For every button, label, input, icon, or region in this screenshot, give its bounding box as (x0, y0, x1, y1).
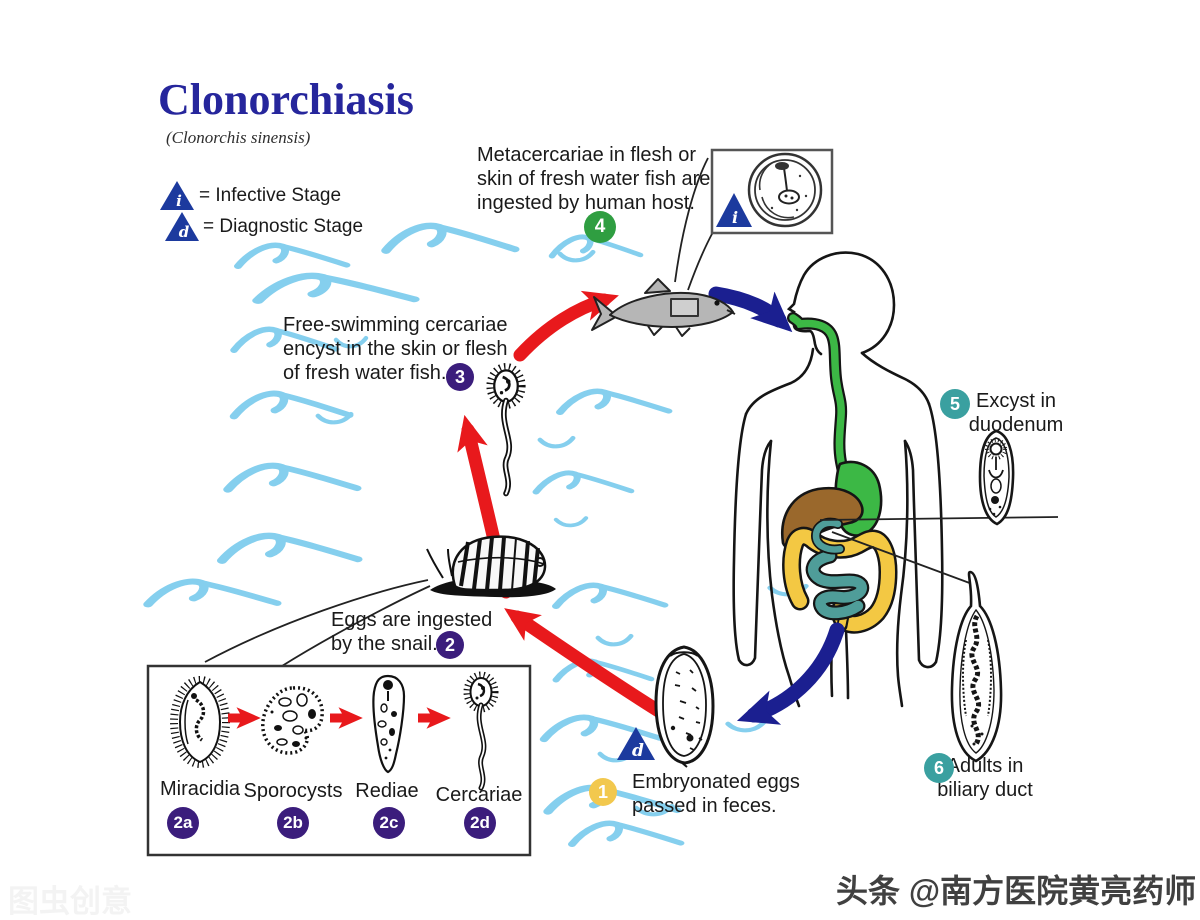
infective-stage-marker: i (716, 193, 752, 227)
page-title: Clonorchiasis (158, 75, 414, 124)
step-6-text: Adults in biliary duct (937, 755, 1033, 801)
step-3-badge: 3 (446, 363, 474, 391)
fish-icon (591, 278, 736, 337)
step-4-text: Metacercariae in flesh or skin of fresh … (477, 144, 711, 214)
blue-arrows (708, 286, 845, 725)
svg-text:i: i (176, 192, 182, 210)
legend-diagnostic-icon: d (165, 212, 199, 241)
stage-badge-2d: 2d (464, 807, 496, 839)
stage-badge-2c: 2c (373, 807, 405, 839)
digestive-organs (780, 312, 898, 634)
egg-icon (654, 645, 715, 768)
pointer-lines (204, 157, 1059, 667)
watermark-toutiao: 头条 @南方医院黄亮药师 (836, 873, 1197, 909)
redia-icon (372, 674, 406, 774)
step-5-text: Excyst in duodenum (968, 390, 1064, 436)
metacercaria-icon (747, 152, 823, 228)
snail-icon (426, 535, 556, 598)
human-figure (732, 251, 944, 708)
step-1-text: Embryonated eggs passed in feces. (632, 771, 800, 817)
step-1-badge: 1 (589, 778, 617, 806)
arrow-cercaria-to-fish (513, 290, 619, 362)
small-intestine-icon (805, 517, 870, 621)
step-3-text: Free-swimming cercariae encyst in the sk… (283, 314, 508, 384)
watermark-tuchong: 图虫创意 (8, 884, 132, 919)
arrow-feces-to-egg (736, 622, 845, 725)
esophagus-icon (787, 312, 849, 478)
stage-badge-2a: 2a (167, 807, 199, 839)
page-subtitle: (Clonorchis sinensis) (166, 128, 311, 147)
arrow-fish-to-mouth (708, 286, 793, 333)
cercaria-icon (490, 367, 521, 494)
stage-label-cercariae: Cercariae (435, 784, 523, 806)
svg-text:i: i (732, 208, 738, 227)
step-2-badge: 2 (436, 631, 464, 659)
legend-diagnostic-label: = Diagnostic Stage (203, 216, 364, 237)
stage-label-rediae: Rediae (355, 780, 419, 802)
step-2-text: Eggs are ingested by the snail. (331, 609, 493, 655)
svg-text:d: d (632, 741, 644, 761)
miracidium-icon (170, 676, 230, 768)
legend-infective-label: = Infective Stage (199, 185, 342, 206)
juvenile-fluke-icon (978, 429, 1015, 526)
sporocyst-icon (261, 686, 324, 755)
svg-text:d: d (179, 223, 190, 241)
metacercaria-inset: i (710, 148, 834, 235)
adult-fluke-icon (950, 570, 1003, 763)
step-6-badge: 6 (924, 753, 954, 783)
step-5-badge: 5 (940, 389, 970, 419)
legend-infective-icon: i (160, 181, 194, 210)
stage-label-miracidia: Miracidia (159, 778, 241, 800)
step-4-badge: 4 (584, 211, 616, 243)
stage-badge-2b: 2b (277, 807, 309, 839)
diagnostic-stage-marker: d (617, 727, 655, 761)
stage-label-sporocysts: Sporocysts (243, 780, 343, 802)
arrow-egg-to-snail (504, 608, 672, 722)
